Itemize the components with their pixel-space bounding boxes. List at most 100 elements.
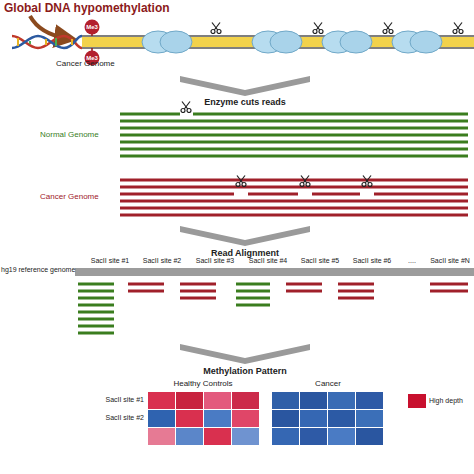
- read-line: [120, 155, 468, 158]
- title-text: Global DNA hypomethylation: [4, 2, 170, 15]
- heatmap-cell: [176, 428, 203, 445]
- heatmap-cell: [204, 410, 231, 427]
- row-label: SacII site #2: [105, 414, 144, 422]
- read-line: [120, 120, 468, 123]
- chevron-arrow: [180, 226, 310, 246]
- site-label: SacII site #3: [196, 257, 235, 265]
- aligned-read: [236, 304, 270, 307]
- nucleosome: [340, 31, 372, 53]
- read-line: [120, 127, 468, 130]
- base-pair: [55, 38, 57, 46]
- heatmap-cell: [328, 428, 355, 445]
- site-label: SacII site #1: [91, 257, 130, 265]
- aligned-read: [128, 290, 164, 293]
- heatmap-cell: [148, 392, 175, 409]
- heatmap-cell: [204, 428, 231, 445]
- aligned-read: [180, 283, 216, 286]
- legend-text: High depth: [429, 397, 463, 405]
- aligned-read: [338, 283, 374, 286]
- aligned-read: [286, 283, 322, 286]
- read-line: [120, 186, 468, 189]
- base-pair: [17, 38, 19, 46]
- heatmap-cell: [148, 428, 175, 445]
- aligned-read: [128, 283, 164, 286]
- heatmap-cell: [300, 392, 327, 409]
- aligned-read: [286, 290, 322, 293]
- scissors-icon: [211, 23, 221, 34]
- read-line: [120, 134, 468, 137]
- heatmap-cell: [232, 428, 259, 445]
- read-line: [248, 193, 298, 196]
- read-line: [374, 193, 468, 196]
- legend-swatch: [408, 394, 426, 408]
- heatmap-cell: [176, 392, 203, 409]
- aligned-read: [338, 290, 374, 293]
- genome-label: Cancer Genome: [56, 60, 115, 69]
- aligned-read: [430, 290, 468, 293]
- chevron-arrow: [180, 76, 310, 96]
- base-pair: [29, 41, 31, 44]
- site-label: SacII site #4: [249, 257, 288, 265]
- chevron-arrow: [180, 344, 310, 364]
- base-pair: [45, 39, 47, 45]
- step-label: Enzyme cuts reads: [204, 98, 286, 108]
- site-label: ....: [408, 257, 416, 265]
- heatmap-cell: [148, 410, 175, 427]
- dna-strand: [12, 36, 82, 48]
- heatmap-cell: [272, 410, 299, 427]
- scissors-icon: [453, 23, 463, 34]
- scissors-icon: [383, 23, 393, 34]
- aligned-read: [338, 297, 374, 300]
- scissors-icon: [300, 176, 310, 187]
- methyl-circle: [85, 20, 100, 35]
- aligned-read: [180, 297, 216, 300]
- heatmap-cell: [300, 428, 327, 445]
- aligned-read: [430, 283, 468, 286]
- heatmap-cell: [356, 392, 383, 409]
- nucleosome: [160, 31, 192, 53]
- genome-label: Normal Genome: [40, 131, 99, 140]
- read-line: [120, 179, 468, 182]
- dna-strand: [12, 36, 82, 48]
- site-label: SacII site #N: [430, 257, 470, 265]
- heatmap-cell: [356, 428, 383, 445]
- group-label: Healthy Controls: [173, 380, 232, 389]
- aligned-read: [78, 332, 114, 335]
- heatmap-cell: [328, 392, 355, 409]
- genome-label: Cancer Genome: [40, 193, 99, 202]
- curved-arrow: [30, 16, 66, 38]
- row-label: SacII site #1: [105, 396, 144, 404]
- scissors-icon: [362, 176, 372, 187]
- aligned-read: [180, 290, 216, 293]
- reference-bar: hg19 reference genomeSacII site #1SacII …: [75, 268, 474, 276]
- heatmap-cell: [272, 428, 299, 445]
- aligned-read: [78, 318, 114, 321]
- nucleosome: [410, 31, 442, 53]
- aligned-read: [78, 325, 114, 328]
- heatmap-cell: [232, 410, 259, 427]
- scissors-icon: [181, 102, 191, 113]
- scissors-icon: [313, 23, 323, 34]
- aligned-read: [236, 290, 270, 293]
- scissors-icon: [236, 176, 246, 187]
- read-line: [193, 113, 468, 116]
- aligned-read: [78, 304, 114, 307]
- read-line: [120, 141, 468, 144]
- site-label: SacII site #5: [301, 257, 340, 265]
- aligned-read: [78, 290, 114, 293]
- base-pair: [71, 39, 73, 45]
- group-label: Cancer: [315, 380, 341, 389]
- aligned-read: [236, 283, 270, 286]
- site-label: SacII site #2: [143, 257, 182, 265]
- reference-label: hg19 reference genome: [1, 266, 75, 274]
- methyl-label: Me3: [86, 24, 98, 31]
- aligned-read: [78, 283, 114, 286]
- heatmap-cell: [232, 392, 259, 409]
- nucleosome: [270, 31, 302, 53]
- read-line: [120, 214, 468, 217]
- site-label: SacII site #6: [353, 257, 392, 265]
- read-line: [120, 193, 234, 196]
- heatmap-cell: [356, 410, 383, 427]
